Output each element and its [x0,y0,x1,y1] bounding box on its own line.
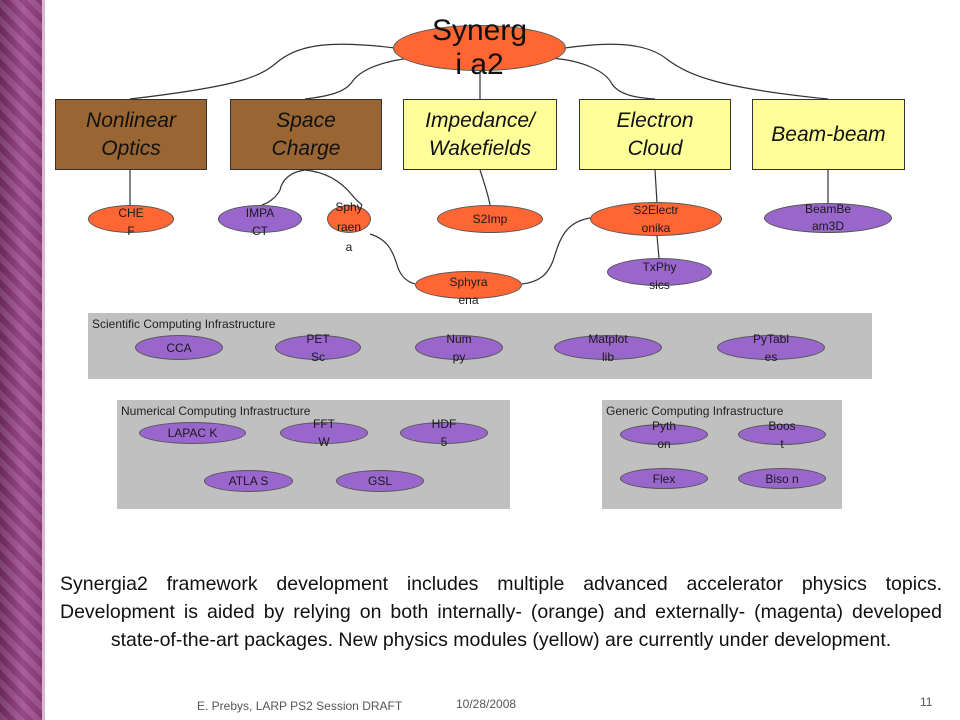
generic-infrastructure-panel [602,400,842,509]
slide-side-rule [42,0,45,720]
package-label: Pyth on [651,418,676,451]
package-label: FFT W [313,417,335,449]
package-label: S2Electr onika [633,203,679,235]
module-label: Impedance/ Wakefields [425,108,535,160]
package-label: Boos t [768,418,796,451]
connector-s2electronika-sphyraena [521,217,591,285]
module-nonlinear-optics: Nonlinear Optics [55,99,207,170]
connector-root-electroncloud [549,57,656,100]
package-beambeam3d: BeamBe am3D [764,202,892,233]
package-atlas: ATLA S [204,470,293,492]
slide-side-band [0,0,42,720]
module-space-charge: Space Charge [230,99,382,170]
package-chef: CHE F [88,205,174,238]
package-label: BeamBe am3D [804,202,852,233]
package-label: Matplot lib [588,331,628,364]
package-label: TxPhy sics [642,260,677,292]
package-python: Pyth on [620,419,708,451]
package-label: S2Imp [472,212,508,226]
package-label: Biso n [765,471,799,486]
package-impact: IMPA CT [218,205,302,238]
package-gsl: GSL [336,470,424,492]
package-txphysics: TxPhy sics [607,258,712,292]
package-label: Sphyra ena [449,275,488,307]
synergia2-root-node: Synergi a2 [393,14,566,81]
connector-spacecharge-impact [261,169,306,206]
package-numpy: Num py [415,332,503,364]
package-fftw: FFT W [280,417,368,449]
connector-impedance-s2imp [479,169,491,206]
connector-spacecharge-sphyraena-small [304,169,363,206]
page-number: 11 [920,695,933,709]
module-impedance-wakefields: Impedance/ Wakefields [403,99,557,170]
package-petsc: PET Sc [275,332,361,364]
connector-root-spacecharge [304,57,411,100]
package-hdf5: HDF 5 [400,417,488,449]
package-label: GSL [367,474,392,488]
generic-infrastructure-title: Generic Computing Infrastructure [606,404,784,418]
numerical-infrastructure-title: Numerical Computing Infrastructure [121,404,311,418]
package-lapack: LAPAC K [139,422,246,444]
package-flex: Flex [620,468,708,489]
package-label: IMPA CT [245,206,275,238]
package-label: Sphy raen a [335,200,363,254]
connector-root-beambeam [564,43,829,100]
connector-electron-s2electronika [654,169,658,204]
package-sphyraena-small: Sphy raen a [327,200,371,254]
package-s2electronika: S2Electr onika [590,202,722,236]
footer-author: E. Prebys, LARP PS2 Session DRAFT [197,699,403,713]
connector-s2electronika-txphysics [656,235,660,259]
package-cca: CCA [135,335,223,360]
package-label: ATLA S [228,474,269,488]
connector-sphyraena-small-sphyraena [369,233,416,285]
connector-root-nonlinear [129,43,396,100]
package-label: Flex [652,471,676,486]
package-label: PET Sc [306,331,330,364]
module-label: Nonlinear Optics [86,108,176,160]
synergia2-root-label: Synergi a2 [431,14,528,81]
package-boost: Boos t [738,419,826,451]
module-label: Space Charge [271,108,341,160]
package-s2imp: S2Imp [437,205,543,233]
package-label: PyTabl es [752,331,790,364]
module-beam-beam: Beam-beam [752,99,905,170]
footer-date: 10/28/2008 [456,697,517,711]
package-pytables: PyTabl es [717,332,825,364]
module-electron-cloud: Electron Cloud [579,99,731,170]
package-sphyraena: Sphyra ena [415,271,522,307]
module-label: Beam-beam [771,122,886,146]
package-label: Num py [446,331,472,364]
package-bison: Biso n [738,468,826,489]
package-label: CHE F [118,206,144,238]
scientific-infrastructure-title: Scientific Computing Infrastructure [92,317,276,331]
package-label: LAPAC K [167,426,218,440]
package-label: CCA [166,340,192,355]
slide-caption: Synergia2 framework development includes… [60,573,942,651]
package-matplotlib: Matplot lib [554,332,662,364]
package-label: HDF 5 [431,417,457,449]
numerical-infrastructure-panel [117,400,510,509]
module-label: Electron Cloud [616,108,694,160]
